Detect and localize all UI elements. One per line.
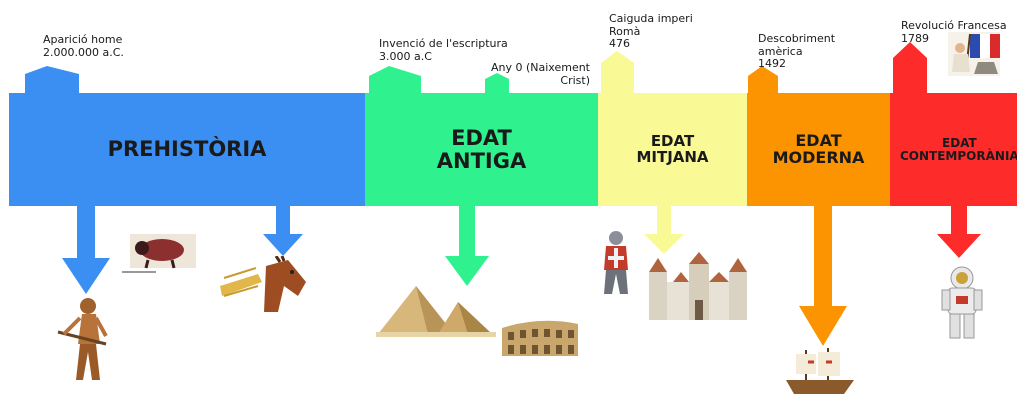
event-tab xyxy=(485,73,509,99)
event-revolucio-francesa: Revolució Francesa 1789 xyxy=(901,19,1007,45)
arrow-down-icon xyxy=(799,206,847,346)
colosseum-icon xyxy=(500,318,580,358)
event-any-zero: Any 0 (Naixement Crist) xyxy=(490,61,590,87)
arrow-down-icon xyxy=(445,206,489,286)
pyramids-icon xyxy=(376,282,496,338)
cave-painting-bison-icon xyxy=(122,232,198,274)
arrow-down-icon xyxy=(263,206,303,256)
era-label: PREHISTÒRIA xyxy=(107,137,267,162)
era-edat-contemporania: EDAT CONTEMPORÀNIA xyxy=(890,93,1017,206)
castle-icon xyxy=(645,252,751,324)
arrow-down-icon xyxy=(644,206,684,254)
event-tab xyxy=(748,66,778,99)
event-caiguda-imperi: Caiguda imperi Romà 476 xyxy=(609,12,693,51)
era-label: EDAT MITJANA xyxy=(636,131,709,166)
event-descobriment-america: Descobriment amèrica 1492 xyxy=(758,32,836,71)
era-edat-moderna: EDAT MODERNA xyxy=(747,93,890,206)
arrow-down-icon xyxy=(937,206,981,258)
ship-icon xyxy=(782,346,858,396)
arrow-down-icon xyxy=(62,206,110,294)
era-edat-antiga: EDAT ANTIGA xyxy=(365,93,598,206)
prehistoric-man-icon xyxy=(56,296,116,382)
astronaut-icon xyxy=(940,266,984,340)
french-revolution-painting-icon xyxy=(948,32,1000,80)
era-label: EDAT CONTEMPORÀNIA xyxy=(900,135,1017,163)
knight-icon xyxy=(600,230,632,296)
event-invencio-escriptura: Invenció de l'escriptura 3.000 a.C xyxy=(379,37,508,63)
era-label: EDAT MODERNA xyxy=(772,130,865,167)
era-prehistoria: PREHISTÒRIA xyxy=(9,93,365,206)
event-tab xyxy=(893,42,927,99)
era-edat-mitjana: EDAT MITJANA xyxy=(598,93,747,206)
event-tab xyxy=(369,66,421,99)
event-tab xyxy=(25,66,79,99)
horse-wheat-icon xyxy=(218,256,310,318)
event-tab xyxy=(601,51,634,99)
era-label: EDAT ANTIGA xyxy=(436,126,527,173)
event-aparicio-home: Aparició home 2.000.000 a.C. xyxy=(43,33,124,59)
